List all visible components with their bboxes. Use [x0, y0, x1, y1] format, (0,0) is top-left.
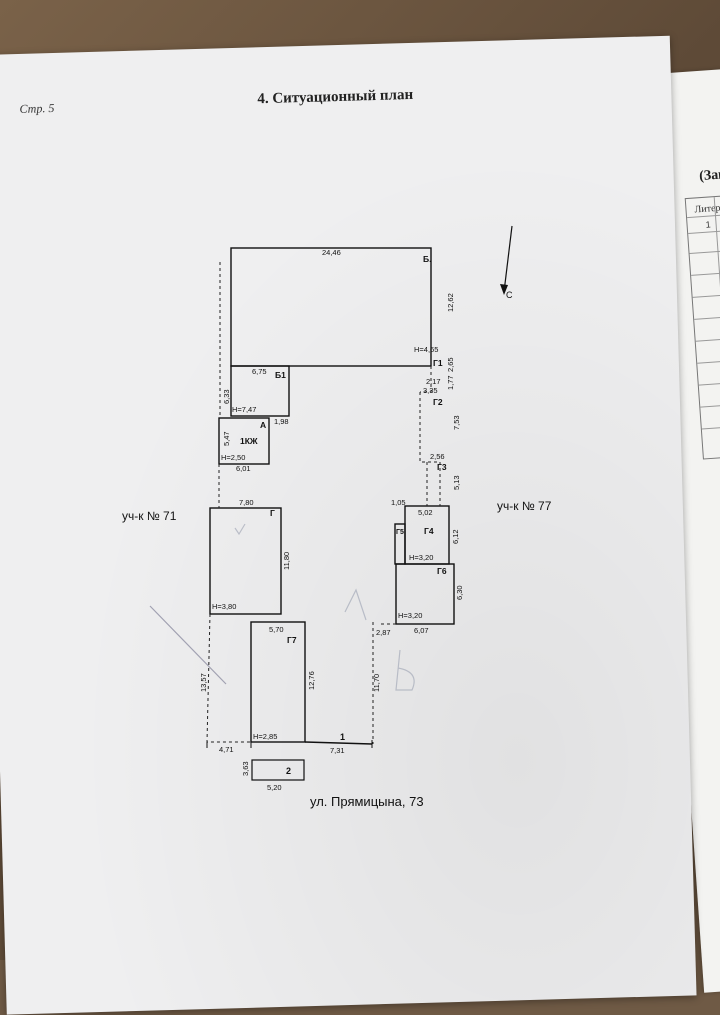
dim-13-57: 13,57: [199, 673, 208, 692]
height-g6: Н=3,20: [398, 611, 422, 620]
situation-plan: Б. Б1 А 1КЖ Г Г1 Г2 Г3 Г4 Г5 Г6 Г7 Н=4,6…: [122, 225, 552, 809]
height-b1: Н=7,47: [232, 405, 256, 414]
building-b: [230, 247, 432, 367]
dimension-ticks: [206, 740, 373, 748]
dim-1-05: 1,05: [391, 498, 406, 507]
dim-2-87: 2,87: [376, 628, 391, 637]
gate-2: [251, 759, 305, 781]
dim-6-01: 6,01: [236, 464, 251, 473]
compass-label: С: [506, 290, 513, 300]
building-1kzh: [218, 417, 270, 465]
dim-3-63: 3,63: [241, 761, 250, 776]
dim-5-70: 5,70: [269, 625, 284, 634]
gate-1-line: [304, 741, 373, 745]
label-building-g2: Г2: [433, 397, 443, 407]
dim-2-17: 2,17: [426, 377, 441, 386]
label-building-g5: Г5: [396, 529, 404, 536]
dim-2-56: 2,56: [430, 452, 445, 461]
dim-11-80: 11,80: [282, 552, 291, 570]
pencil-scribble: [149, 523, 415, 691]
height-1kzh: Н=2,50: [221, 453, 245, 462]
dim-6-33: 6,33: [222, 389, 231, 404]
dim-6-07: 6,07: [414, 626, 429, 635]
dim-1-77: 1,77: [446, 375, 455, 390]
dim-5-13: 5,13: [452, 475, 461, 490]
building-g: [209, 507, 282, 615]
north-arrow-icon: [500, 225, 513, 295]
plan-lines: [209, 247, 455, 781]
height-g: Н=3,80: [212, 602, 236, 611]
label-building-g4: Г4: [424, 526, 434, 536]
label-building-g6: Г6: [437, 566, 447, 576]
building-g6: [395, 563, 455, 625]
dim-1-98: 1,98: [274, 417, 289, 426]
height-b: Н=4,65: [414, 345, 438, 354]
building-b1: [230, 365, 290, 417]
building-g7: [250, 621, 306, 743]
label-building-a: А: [260, 420, 266, 430]
dim-2-65: 2,65: [446, 357, 455, 372]
label-building-g3: Г3: [437, 462, 447, 472]
gate-1-label: 1: [340, 732, 345, 742]
dim-7-80: 7,80: [239, 498, 254, 507]
label-building-1kzh: 1КЖ: [240, 436, 258, 446]
label-building-g7: Г7: [287, 635, 297, 645]
dim-4-71: 4,71: [219, 745, 234, 754]
dim-6-75: 6,75: [252, 367, 267, 376]
dim-11-70: 11,70: [372, 674, 381, 692]
dim-3-35: 3,35: [423, 386, 438, 395]
dim-6-12: 6,12: [451, 529, 460, 544]
dim-5-02: 5,02: [418, 508, 433, 517]
label-building-g1: Г1: [433, 358, 443, 368]
dim-12-62: 12,62: [446, 293, 455, 312]
dim-7-31: 7,31: [330, 746, 345, 755]
label-building-b: Б.: [423, 254, 431, 264]
label-building-b1: Б1: [275, 370, 286, 380]
dim-5-20: 5,20: [267, 783, 282, 792]
street-label: ул. Прямицына, 73: [310, 794, 424, 809]
dim-6-30: 6,30: [455, 585, 464, 600]
dim-7-53: 7,53: [452, 415, 461, 430]
neighbor-left-label: уч-к № 71: [122, 509, 177, 523]
gate-2-label: 2: [286, 766, 291, 776]
dim-5-47: 5,47: [222, 431, 231, 446]
dim-12-76: 12,76: [307, 671, 316, 690]
dim-24-46: 24,46: [322, 248, 341, 257]
label-building-g: Г: [270, 508, 275, 518]
neighbor-right-label: уч-к № 77: [497, 499, 552, 513]
height-g4: Н=3,20: [409, 553, 433, 562]
height-g7: Н=2,85: [253, 732, 277, 741]
